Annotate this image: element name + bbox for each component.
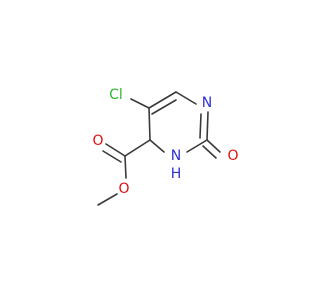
- bond-cester-oester: [124, 155, 127, 179]
- bond-n1-c2: [206, 111, 209, 141]
- atom-o-ester: O: [118, 181, 129, 197]
- bond-cester-o: [105, 143, 126, 157]
- atom-o-keto: O: [227, 148, 238, 164]
- bond-c2-n3: [186, 139, 208, 153]
- bond-c5-c6-inner: [151, 99, 177, 115]
- bond-c6-n1: [175, 91, 197, 105]
- atom-o-carbonyl: O: [92, 133, 103, 149]
- bond-n1-c2-inner: [199, 113, 202, 139]
- atom-n3: N: [171, 148, 181, 164]
- atom-cl: Cl: [109, 87, 123, 103]
- bond-c5-cl: [130, 98, 150, 109]
- atom-n1: N: [202, 95, 212, 111]
- molecule-structure-diagram: Cl N N H O O O: [0, 0, 300, 300]
- bond-c4-cester: [124, 139, 151, 157]
- bond-c2-o-inner: [202, 145, 217, 159]
- bond-c2-o: [206, 139, 221, 153]
- bond-c4-c5: [148, 107, 151, 141]
- bond-oester-ch3: [97, 193, 118, 206]
- bond-c5-c6: [148, 91, 177, 109]
- bond-cester-o-inner: [102, 150, 122, 163]
- background: [0, 0, 300, 300]
- atom-n3-h: H: [171, 166, 182, 182]
- bond-n3-c4: [149, 139, 165, 153]
